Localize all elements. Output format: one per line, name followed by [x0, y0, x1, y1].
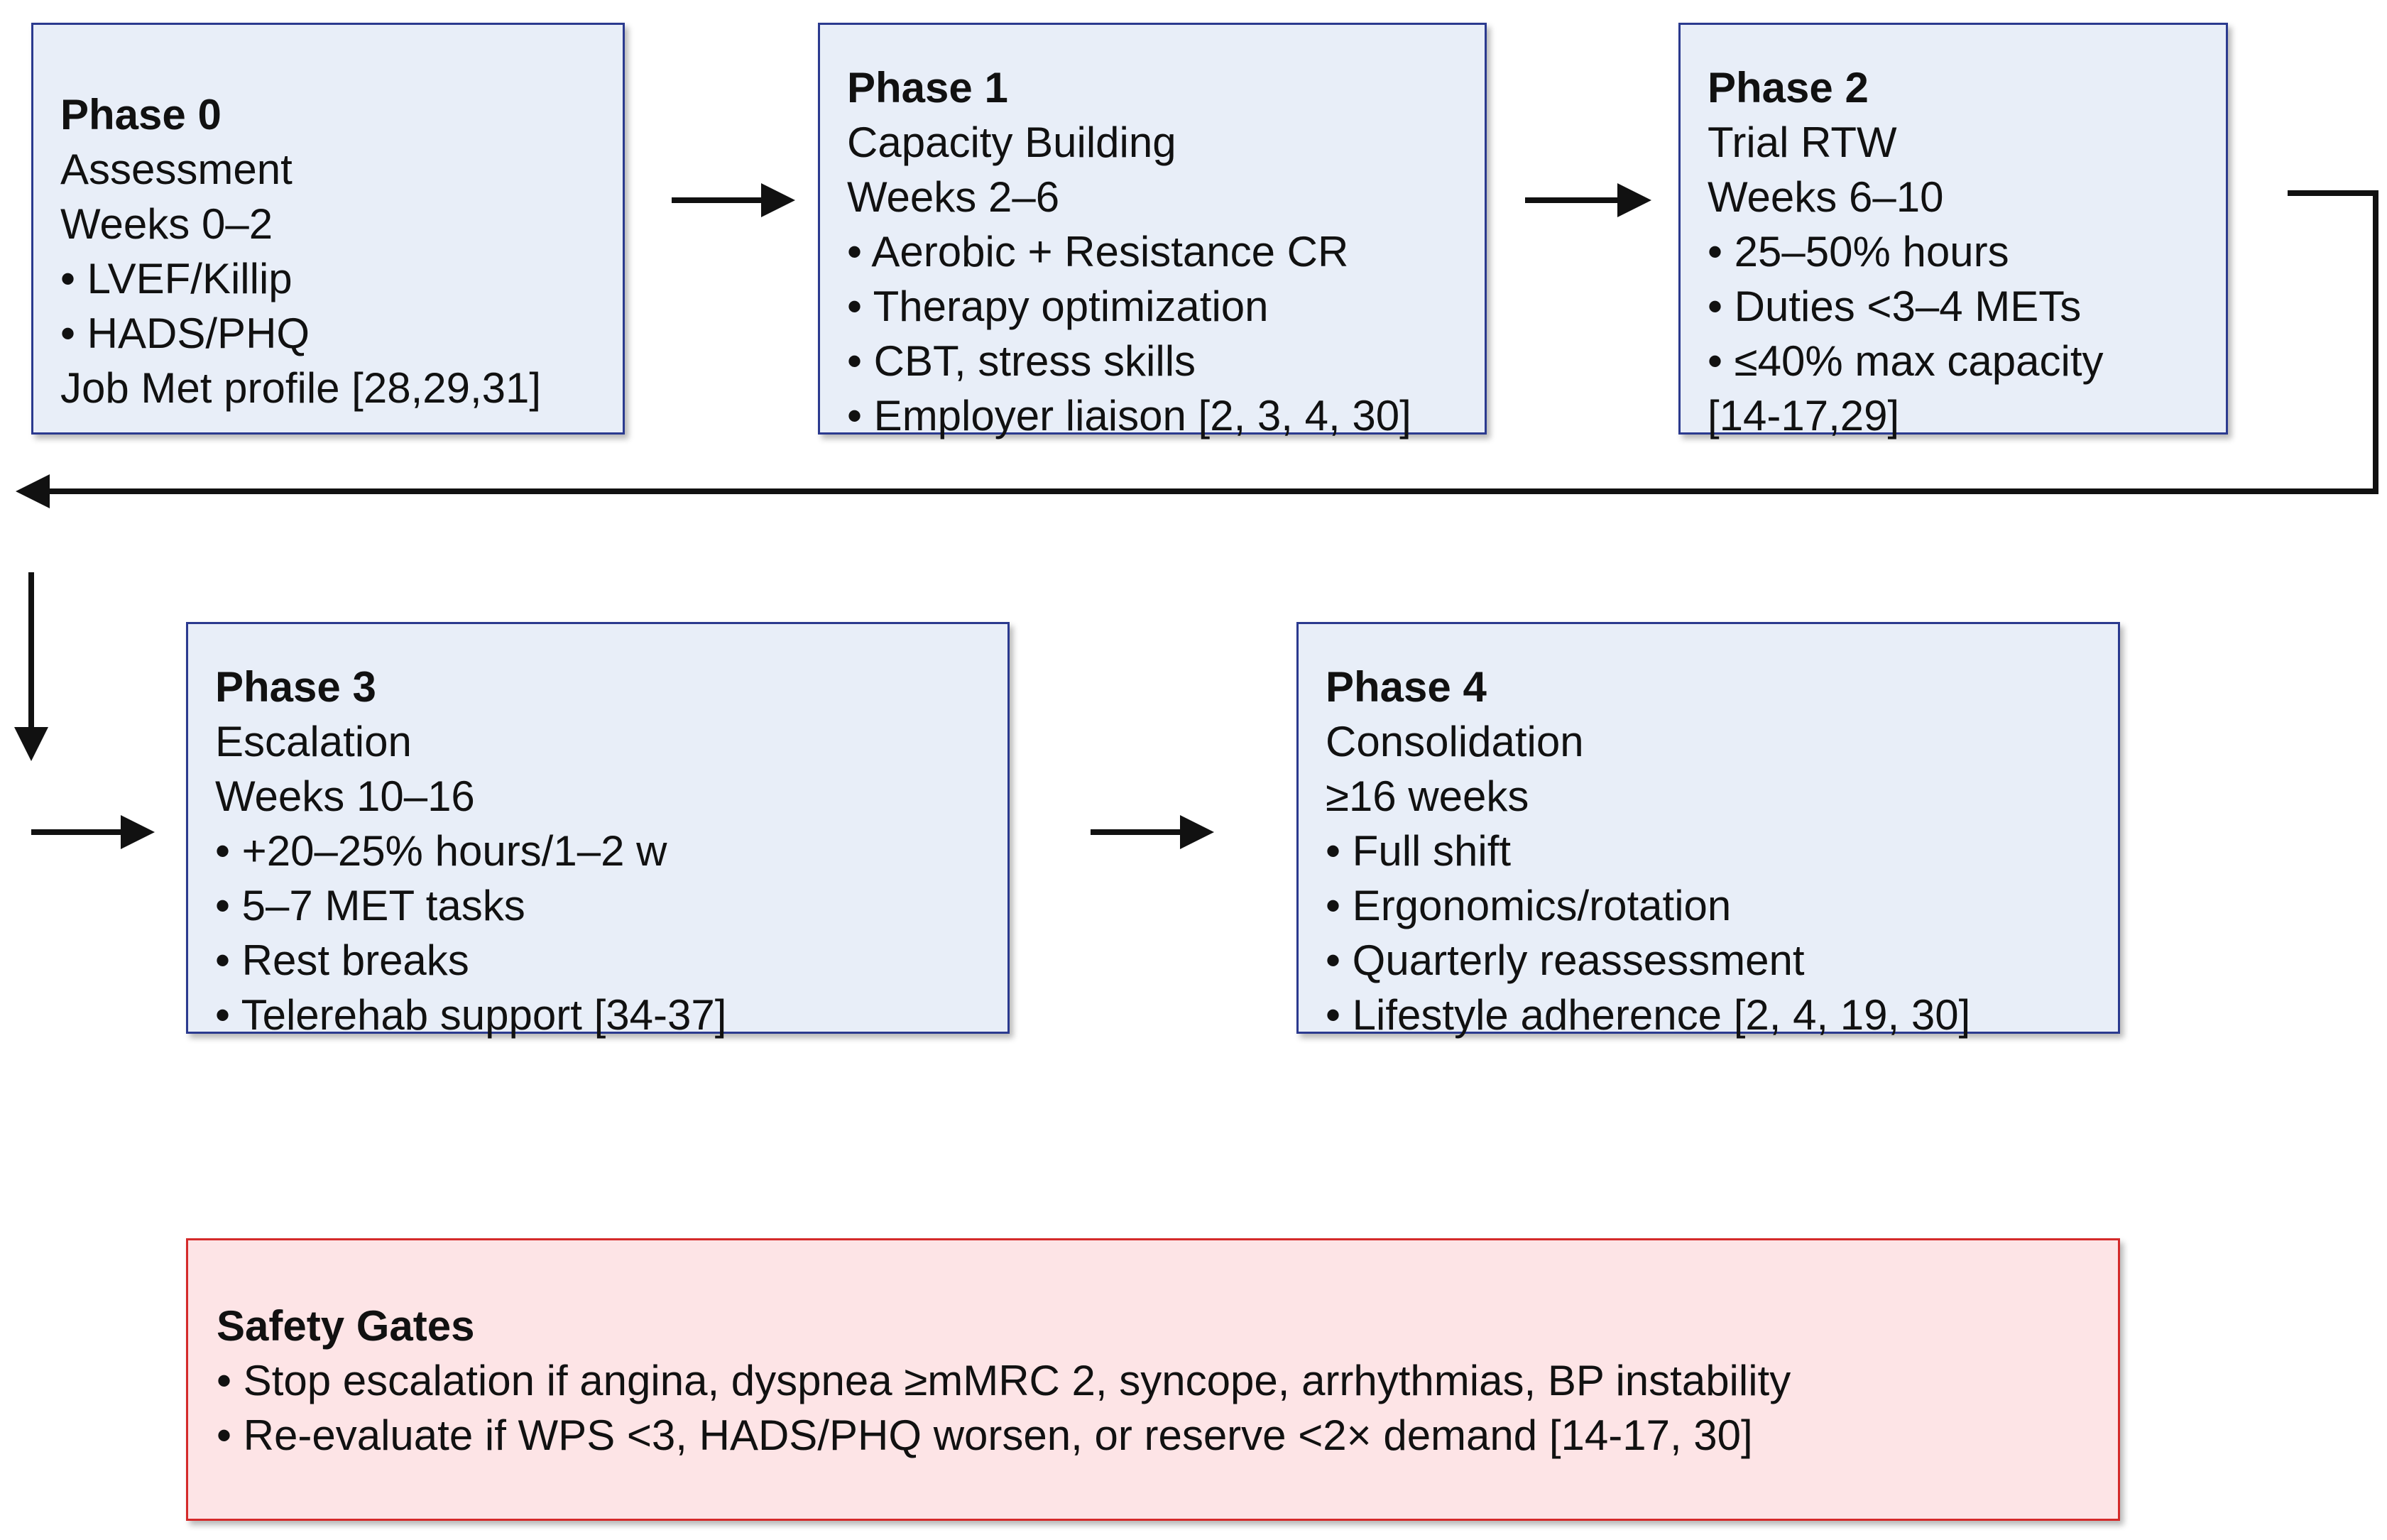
- safety-gates-line: • Re-evaluate if WPS <3, HADS/PHQ worsen…: [217, 1411, 1753, 1459]
- phase-1-line: • Aerobic + Resistance CR: [847, 228, 1349, 275]
- phase-0-line: Assessment: [60, 146, 293, 193]
- phase-3-line: Weeks 10–16: [215, 772, 475, 820]
- phase-0-line: Weeks 0–2: [60, 200, 273, 248]
- phase-3-line: • +20–25% hours/1–2 w: [215, 827, 667, 875]
- safety-gates-box: Safety Gates • Stop escalation if angina…: [186, 1238, 2120, 1521]
- phase-1-line: • Employer liaison [2, 3, 4, 30]: [847, 392, 1411, 439]
- phase-2-line: • ≤40% max capacity: [1708, 337, 2104, 385]
- phase-4-line: • Lifestyle adherence [2, 4, 19, 30]: [1326, 991, 1971, 1039]
- phase-2-line: • 25–50% hours: [1708, 228, 2009, 275]
- phase-0-line: • HADS/PHQ: [60, 310, 310, 357]
- phase-3-line: Escalation: [215, 718, 412, 765]
- phase-0-box: Phase 0 Assessment Weeks 0–2 • LVEF/Kill…: [31, 23, 625, 435]
- phase-4-line: Consolidation: [1326, 718, 1584, 765]
- phase-3-title: Phase 3: [215, 663, 376, 711]
- phase-0-line: Job Met profile [28,29,31]: [60, 364, 542, 412]
- phase-0-line: • LVEF/Killip: [60, 255, 293, 302]
- phase-4-line: ≥16 weeks: [1326, 772, 1529, 820]
- phase-1-line: • Therapy optimization: [847, 283, 1269, 330]
- phase-4-line: • Ergonomics/rotation: [1326, 882, 1732, 929]
- phase-1-box: Phase 1 Capacity Building Weeks 2–6 • Ae…: [818, 23, 1487, 439]
- phase-4-line: • Full shift: [1326, 827, 1512, 875]
- phase-2-line: Trial RTW: [1708, 119, 1897, 166]
- phase-4-title: Phase 4: [1326, 663, 1487, 711]
- phase-2-title: Phase 2: [1708, 64, 1869, 111]
- phase-2-line: [14-17,29]: [1708, 392, 1900, 439]
- phase-1-title: Phase 1: [847, 64, 1008, 111]
- phase-4-box: Phase 4 Consolidation ≥16 weeks • Full s…: [1296, 622, 2120, 1039]
- phase-3-line: • Rest breaks: [215, 936, 469, 984]
- phase-2-line: Weeks 6–10: [1708, 173, 1944, 221]
- phase-3-line: • 5–7 MET tasks: [215, 882, 525, 929]
- phase-1-line: Weeks 2–6: [847, 173, 1060, 221]
- phase-3-box: Phase 3 Escalation Weeks 10–16 • +20–25%…: [186, 622, 1010, 1039]
- phase-0-title: Phase 0: [60, 91, 222, 138]
- safety-gates-title: Safety Gates: [217, 1302, 475, 1350]
- phase-2-box: Phase 2 Trial RTW Weeks 6–10 • 25–50% ho…: [1678, 23, 2228, 439]
- phase-3-line: • Telerehab support [34-37]: [215, 991, 727, 1039]
- phase-1-line: • CBT, stress skills: [847, 337, 1196, 385]
- safety-gates-line: • Stop escalation if angina, dyspnea ≥mM…: [217, 1357, 1791, 1404]
- phase-4-line: • Quarterly reassessment: [1326, 936, 1805, 984]
- phase-1-line: Capacity Building: [847, 119, 1176, 166]
- phase-2-line: • Duties <3–4 METs: [1708, 283, 2082, 330]
